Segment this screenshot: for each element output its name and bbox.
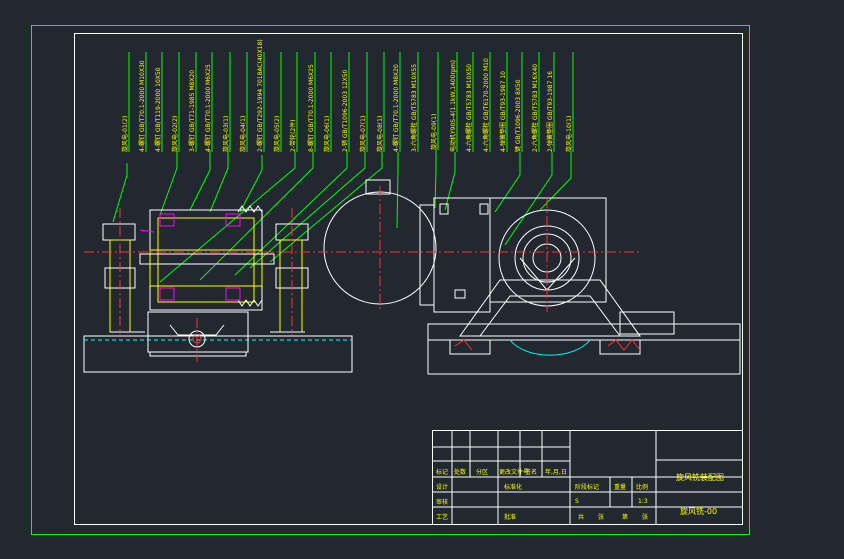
motor-drive-assembly <box>323 179 741 375</box>
leader-line <box>239 155 263 213</box>
callout-label: 4-六角螺栓 GB/T6170-2000 M10 <box>482 58 490 152</box>
callout-label: 4-螺钉 GB/T70.1-2000 M6X25 <box>204 64 212 152</box>
callout-label: 旋风电-09(1) <box>430 114 438 150</box>
leader-line <box>234 152 348 276</box>
leader-line <box>444 152 456 211</box>
callout-label: 键 GB/T1096-2003 8X50 <box>514 79 522 152</box>
callout-label: 电动机Y90S-4(1.1kW,1400rpm) <box>449 60 457 152</box>
title-block <box>432 430 743 525</box>
callout-label: 旋风电-06(1) <box>323 116 331 152</box>
callout-label: 2-螺钉 GB/T292-1994 7018AC(40X18) <box>256 39 264 152</box>
leader-line <box>249 152 366 269</box>
tb-scale-value: 1:3 <box>638 498 648 505</box>
spindle-assembly <box>83 205 353 373</box>
callout-label: 2-六角螺栓 GB/T5783 M16X40 <box>531 64 539 152</box>
leader-lines <box>112 150 572 283</box>
callout-label: 旋风电-02(2) <box>171 116 179 152</box>
drawing-title: 旋风铣装配图 <box>676 472 724 482</box>
tb-sheet-label: 张 <box>598 513 604 521</box>
tb-sheet-total: 共 <box>578 513 584 521</box>
leader-line <box>494 152 521 213</box>
tb-left-label: 工艺 <box>436 513 448 521</box>
inner-frame <box>74 33 743 525</box>
callout-label: 旋风电-05(2) <box>273 116 281 152</box>
tb-scale-label: 比例 <box>636 483 648 491</box>
leader-line <box>159 152 296 283</box>
callout-label: 旋风电-10(1) <box>565 116 573 152</box>
callout-label: 4-六角螺栓 GB/T5783 M10X50 <box>465 64 473 152</box>
callout-label: 4-螺钉 GB/T70.1-2000 M8X20 <box>392 64 400 152</box>
leader-line <box>396 152 399 229</box>
callout-label: 3-螺钉 GB/T71-1985 M8X20 <box>188 70 196 152</box>
leader-line <box>112 163 128 223</box>
leader-line <box>159 150 178 216</box>
callout-label: 旋风电-08(1) <box>376 116 384 152</box>
callout-label: 8-螺钉 GB/T70.1-2000 M6X25 <box>307 64 315 152</box>
callout-label: 旋风电-07(1) <box>359 116 367 152</box>
tb-left-label: 审核 <box>436 498 448 506</box>
center-lines <box>84 186 640 362</box>
leader-line <box>539 152 572 211</box>
drawing-number: 旋风铣-00 <box>680 506 717 516</box>
callout-label: 2-销 GB/T1096-2003 12X50 <box>341 69 349 152</box>
callout-label: 旋风电-03(1) <box>222 116 230 152</box>
leader-line <box>269 152 383 263</box>
callout-label: 旋风电-04(1) <box>239 116 247 152</box>
callout-label: 旋风电-01(2) <box>121 116 129 152</box>
tb-header-label: 标记 <box>436 468 448 476</box>
sheet-border <box>31 25 750 535</box>
leader-line <box>199 152 314 281</box>
callout-label: 4-螺钉 GB/T70.1-2000 M10X30 <box>138 60 146 152</box>
tb-approve: 批准 <box>504 513 516 521</box>
title-block-text: 标记 处数 分区 更改文件号 签名 年,月,日 设计 审核 工艺 标准化 批准 … <box>436 468 724 521</box>
callout-label: 4-螺钉 GB/T119-2000 10X50 <box>154 67 162 152</box>
callout-label: 4-弹簧垫圈 GB/T93-1987 10 <box>499 71 507 152</box>
tb-stage-value: S <box>575 498 579 505</box>
tb-header-label: 分区 <box>476 468 488 476</box>
callout-labels: 旋风电-01(2) 4-螺钉 GB/T70.1-2000 M10X30 4-螺钉 G… <box>121 39 574 152</box>
tb-stage-mark: 阶段标记 <box>575 483 599 491</box>
tb-weight: 重量 <box>614 483 626 491</box>
outer-frame <box>31 25 750 535</box>
tb-header-label: 签名 <box>525 468 537 476</box>
tb-standardize: 标准化 <box>504 483 522 491</box>
tb-header-label: 年,月,日 <box>545 468 567 476</box>
callout-label: 3-六角螺栓 GB/T5783 M10X55 <box>410 64 418 152</box>
tb-left-label: 设计 <box>436 483 448 491</box>
callout-label: 2-弹簧垫圈 GB/T93-1987 16 <box>546 71 554 152</box>
leader-line <box>189 150 211 211</box>
tb-header-label: 处数 <box>454 468 466 476</box>
leader-line <box>434 150 437 209</box>
tb-header-label: 更改文件号 <box>499 468 529 476</box>
callout-label: 2-带轮(2件) <box>289 120 297 152</box>
leader-line <box>504 152 553 246</box>
tb-sheet-no: 第 <box>622 513 628 521</box>
tb-sheet-no-label: 张 <box>642 513 648 521</box>
leader-line <box>209 150 229 213</box>
